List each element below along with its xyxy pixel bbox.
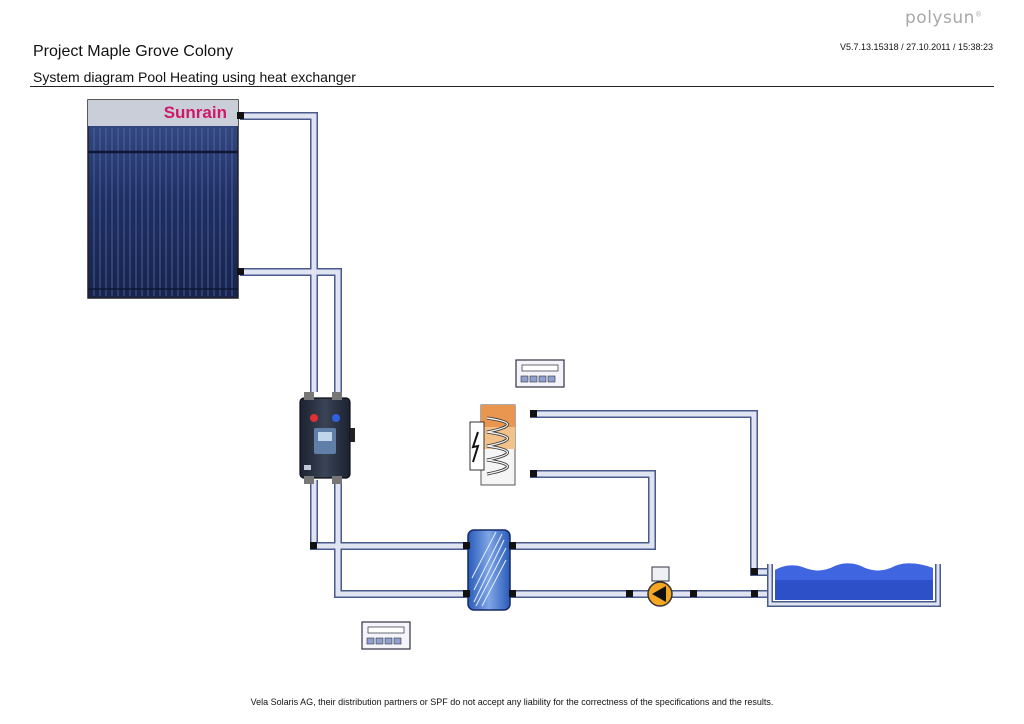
- pipe-network: [240, 112, 772, 598]
- pool-pump: [647, 566, 673, 607]
- header-divider: [30, 86, 994, 87]
- pipe-connectors: [237, 112, 758, 597]
- diagram-title: System diagram Pool Heating using heat e…: [33, 69, 356, 85]
- solar-collector: Sunrain: [87, 99, 239, 299]
- collector-brand-label: Sunrain: [164, 103, 227, 122]
- project-title: Project Maple Grove Colony: [33, 43, 234, 60]
- auxiliary-heater: [469, 404, 516, 486]
- heat-exchanger: [467, 529, 511, 611]
- swimming-pool: [767, 563, 941, 607]
- disclaimer-footer: Vela Solaris AG, their distribution part…: [250, 697, 774, 707]
- polysun-logo: polysun®: [905, 8, 983, 28]
- controller-bottom: [361, 621, 411, 650]
- solar-pump-station: [299, 392, 355, 484]
- controller-top: [515, 359, 565, 388]
- version-info: V5.7.13.15318 / 27.10.2011 / 15:38:23: [840, 42, 993, 52]
